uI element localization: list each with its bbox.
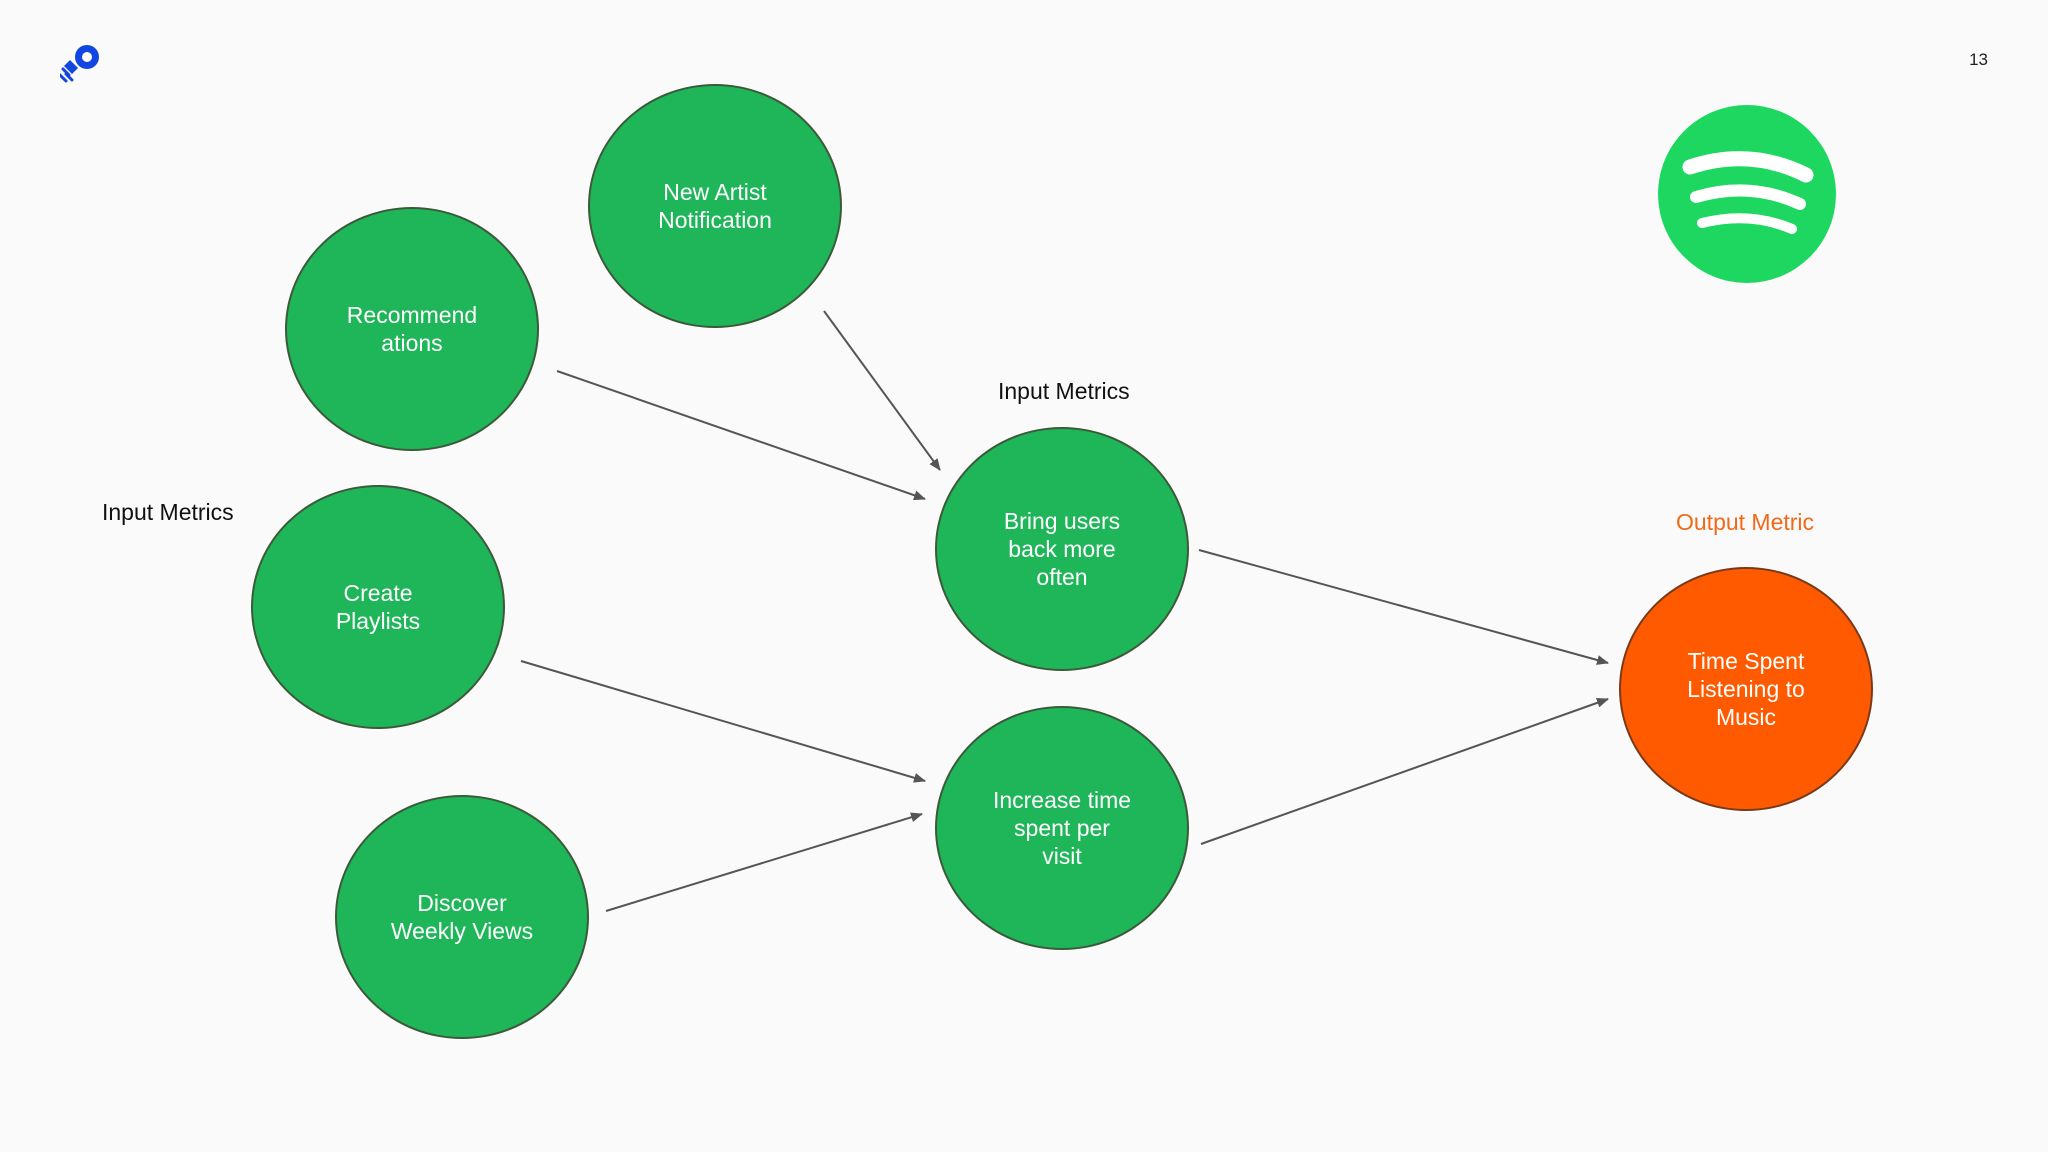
node-recommendations: Recommend ations — [285, 207, 539, 451]
edge-recommendations-to-bring-users — [556, 370, 926, 501]
node-label: New Artist Notification — [658, 179, 772, 233]
node-time-spent-listening: Time Spent Listening to Music — [1619, 567, 1873, 811]
node-label: Time Spent Listening to Music — [1687, 648, 1805, 730]
node-label: Increase time spent per visit — [992, 787, 1132, 869]
edge-increase-time-to-time-spent — [1200, 697, 1609, 845]
node-label: Discover Weekly Views — [390, 890, 534, 944]
rocket-logo-icon — [60, 45, 99, 83]
node-increase-time-spent: Increase time spent per visit — [935, 706, 1189, 950]
edge-new-artist-to-bring-users — [823, 310, 941, 471]
output-metric-label: Output Metric — [1676, 509, 1815, 535]
node-label: Bring users back more often — [1003, 508, 1121, 590]
node-new-artist-notification: New Artist Notification — [588, 84, 842, 328]
node-discover-weekly-views: Discover Weekly Views — [335, 795, 589, 1039]
page-number: 13 — [1969, 50, 1988, 69]
node-label: Create Playlists — [335, 580, 421, 634]
node-create-playlists: Create Playlists — [251, 485, 505, 729]
edge-bring-users-to-time-spent — [1198, 549, 1609, 665]
node-bring-users-back: Bring users back more often — [935, 427, 1189, 671]
input-metrics-label-middle: Input Metrics — [998, 378, 1130, 404]
edge-create-playlists-to-increase-time — [520, 660, 926, 783]
node-label: Recommend ations — [346, 302, 478, 356]
input-metrics-label-left: Input Metrics — [102, 499, 234, 525]
edge-discover-weekly-to-increase-time — [605, 812, 923, 912]
spotify-logo-icon — [1658, 105, 1836, 283]
